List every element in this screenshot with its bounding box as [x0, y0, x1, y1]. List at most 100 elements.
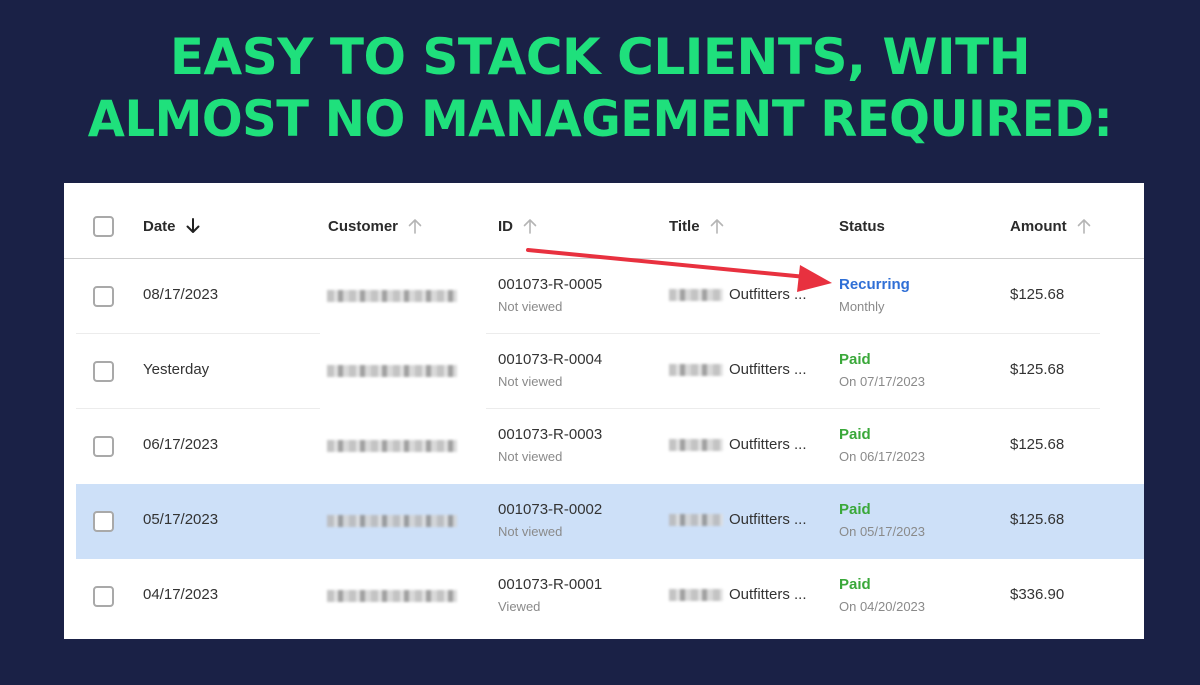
column-label: ID — [498, 217, 513, 235]
table-row[interactable]: 04/17/2023 001073-R-0001 Viewed Outfitte… — [76, 559, 1144, 634]
column-header-amount[interactable]: Amount — [1010, 216, 1091, 236]
status-detail: On 07/17/2023 — [839, 374, 926, 389]
column-header-title[interactable]: Title — [669, 216, 724, 236]
status-badge: Paid — [839, 576, 871, 593]
blurred-title-prefix — [669, 288, 723, 301]
id-cell: 001073-R-0001 Viewed — [498, 576, 602, 614]
status-cell: Recurring Monthly — [839, 276, 910, 314]
date-cell: 08/17/2023 — [143, 286, 219, 303]
title-text: Outfitters ... — [729, 511, 807, 528]
column-header-customer[interactable]: Customer — [328, 216, 422, 236]
blurred-customer-name — [327, 515, 457, 527]
status-badge: Paid — [839, 501, 871, 518]
table-row[interactable]: 08/17/2023 001073-R-0005 Not viewed Outf… — [76, 259, 1144, 334]
column-label: Status — [839, 217, 885, 235]
view-status: Not viewed — [498, 449, 563, 464]
row-checkbox[interactable] — [93, 361, 114, 382]
select-all-checkbox[interactable] — [93, 216, 114, 237]
headline: EASY TO STACK CLIENTS, WITH ALMOST NO MA… — [0, 26, 1200, 150]
view-status: Not viewed — [498, 374, 563, 389]
row-checkbox[interactable] — [93, 436, 114, 457]
customer-cell-blurred — [327, 514, 457, 532]
status-detail: On 06/17/2023 — [839, 449, 926, 464]
id-cell: 001073-R-0002 Not viewed — [498, 501, 602, 539]
status-detail: Monthly — [839, 299, 885, 314]
customer-cell-blurred — [327, 289, 457, 307]
amount-cell: $125.68 — [1010, 361, 1065, 378]
arrow-down-icon[interactable] — [186, 218, 200, 234]
column-label: Title — [669, 217, 700, 235]
status-cell: Paid On 06/17/2023 — [839, 426, 925, 464]
amount-cell: $125.68 — [1010, 286, 1065, 303]
title-text: Outfitters ... — [729, 361, 807, 378]
invoice-id[interactable]: 001073-R-0002 — [498, 501, 603, 518]
status-detail: On 04/20/2023 — [839, 599, 926, 614]
status-detail: On 05/17/2023 — [839, 524, 926, 539]
id-cell: 001073-R-0004 Not viewed — [498, 351, 602, 389]
amount-cell: $336.90 — [1010, 586, 1065, 603]
blurred-customer-name — [327, 440, 457, 452]
row-checkbox[interactable] — [93, 511, 114, 532]
arrow-up-icon[interactable] — [710, 218, 724, 234]
status-cell: Paid On 07/17/2023 — [839, 351, 925, 389]
blurred-customer-name — [327, 365, 457, 377]
invoice-table: Date Customer ID Title Status — [64, 183, 1144, 639]
arrow-up-icon[interactable] — [1077, 218, 1091, 234]
table-header: Date Customer ID Title Status — [64, 183, 1144, 259]
blurred-title-prefix — [669, 438, 723, 451]
title-cell: Outfitters ... — [669, 436, 807, 453]
column-header-id[interactable]: ID — [498, 216, 537, 236]
title-cell: Outfitters ... — [669, 286, 807, 303]
headline-line-2: ALMOST NO MANAGEMENT REQUIRED: — [87, 90, 1113, 148]
arrow-up-icon[interactable] — [408, 218, 422, 234]
column-header-status: Status — [839, 216, 885, 236]
date-cell: 04/17/2023 — [143, 586, 219, 603]
headline-line-1: EASY TO STACK CLIENTS, WITH — [169, 28, 1031, 86]
date-cell: 05/17/2023 — [143, 511, 219, 528]
title-cell: Outfitters ... — [669, 361, 807, 378]
table-row[interactable]: 06/17/2023 001073-R-0003 Not viewed Outf… — [76, 409, 1144, 484]
row-checkbox[interactable] — [93, 286, 114, 307]
blurred-customer-name — [327, 590, 457, 602]
amount-cell: $125.68 — [1010, 511, 1065, 528]
title-cell: Outfitters ... — [669, 586, 807, 603]
row-checkbox[interactable] — [93, 586, 114, 607]
blurred-title-prefix — [669, 513, 723, 526]
column-label: Date — [143, 217, 176, 235]
row-divider — [486, 333, 1100, 334]
id-cell: 001073-R-0003 Not viewed — [498, 426, 602, 464]
column-label: Customer — [328, 217, 399, 235]
invoice-id[interactable]: 001073-R-0004 — [498, 351, 603, 368]
title-text: Outfitters ... — [729, 286, 807, 303]
status-cell: Paid On 04/20/2023 — [839, 576, 925, 614]
blurred-title-prefix — [669, 588, 723, 601]
date-cell: Yesterday — [143, 361, 210, 378]
status-badge: Recurring — [839, 276, 910, 293]
arrow-up-icon[interactable] — [523, 218, 537, 234]
title-text: Outfitters ... — [729, 436, 807, 453]
invoice-id[interactable]: 001073-R-0003 — [498, 426, 603, 443]
title-text: Outfitters ... — [729, 586, 807, 603]
id-cell: 001073-R-0005 Not viewed — [498, 276, 602, 314]
row-divider — [76, 333, 320, 334]
status-badge: Paid — [839, 426, 871, 443]
blurred-title-prefix — [669, 363, 723, 376]
row-divider — [486, 408, 1100, 409]
table-row[interactable]: Yesterday 001073-R-0004 Not viewed Outfi… — [76, 334, 1144, 409]
table-row-selected[interactable]: 05/17/2023 001073-R-0002 Not viewed Outf… — [76, 484, 1144, 559]
customer-cell-blurred — [327, 589, 457, 607]
view-status: Viewed — [498, 599, 541, 614]
amount-cell: $125.68 — [1010, 436, 1065, 453]
status-cell: Paid On 05/17/2023 — [839, 501, 925, 539]
invoice-id[interactable]: 001073-R-0005 — [498, 276, 603, 293]
status-badge: Paid — [839, 351, 871, 368]
column-header-date[interactable]: Date — [143, 216, 200, 236]
customer-cell-blurred — [327, 439, 457, 457]
invoice-id[interactable]: 001073-R-0001 — [498, 576, 603, 593]
date-cell: 06/17/2023 — [143, 436, 219, 453]
column-label: Amount — [1010, 217, 1067, 235]
view-status: Not viewed — [498, 299, 563, 314]
view-status: Not viewed — [498, 524, 563, 539]
blurred-customer-name — [327, 290, 457, 302]
row-divider — [76, 408, 320, 409]
